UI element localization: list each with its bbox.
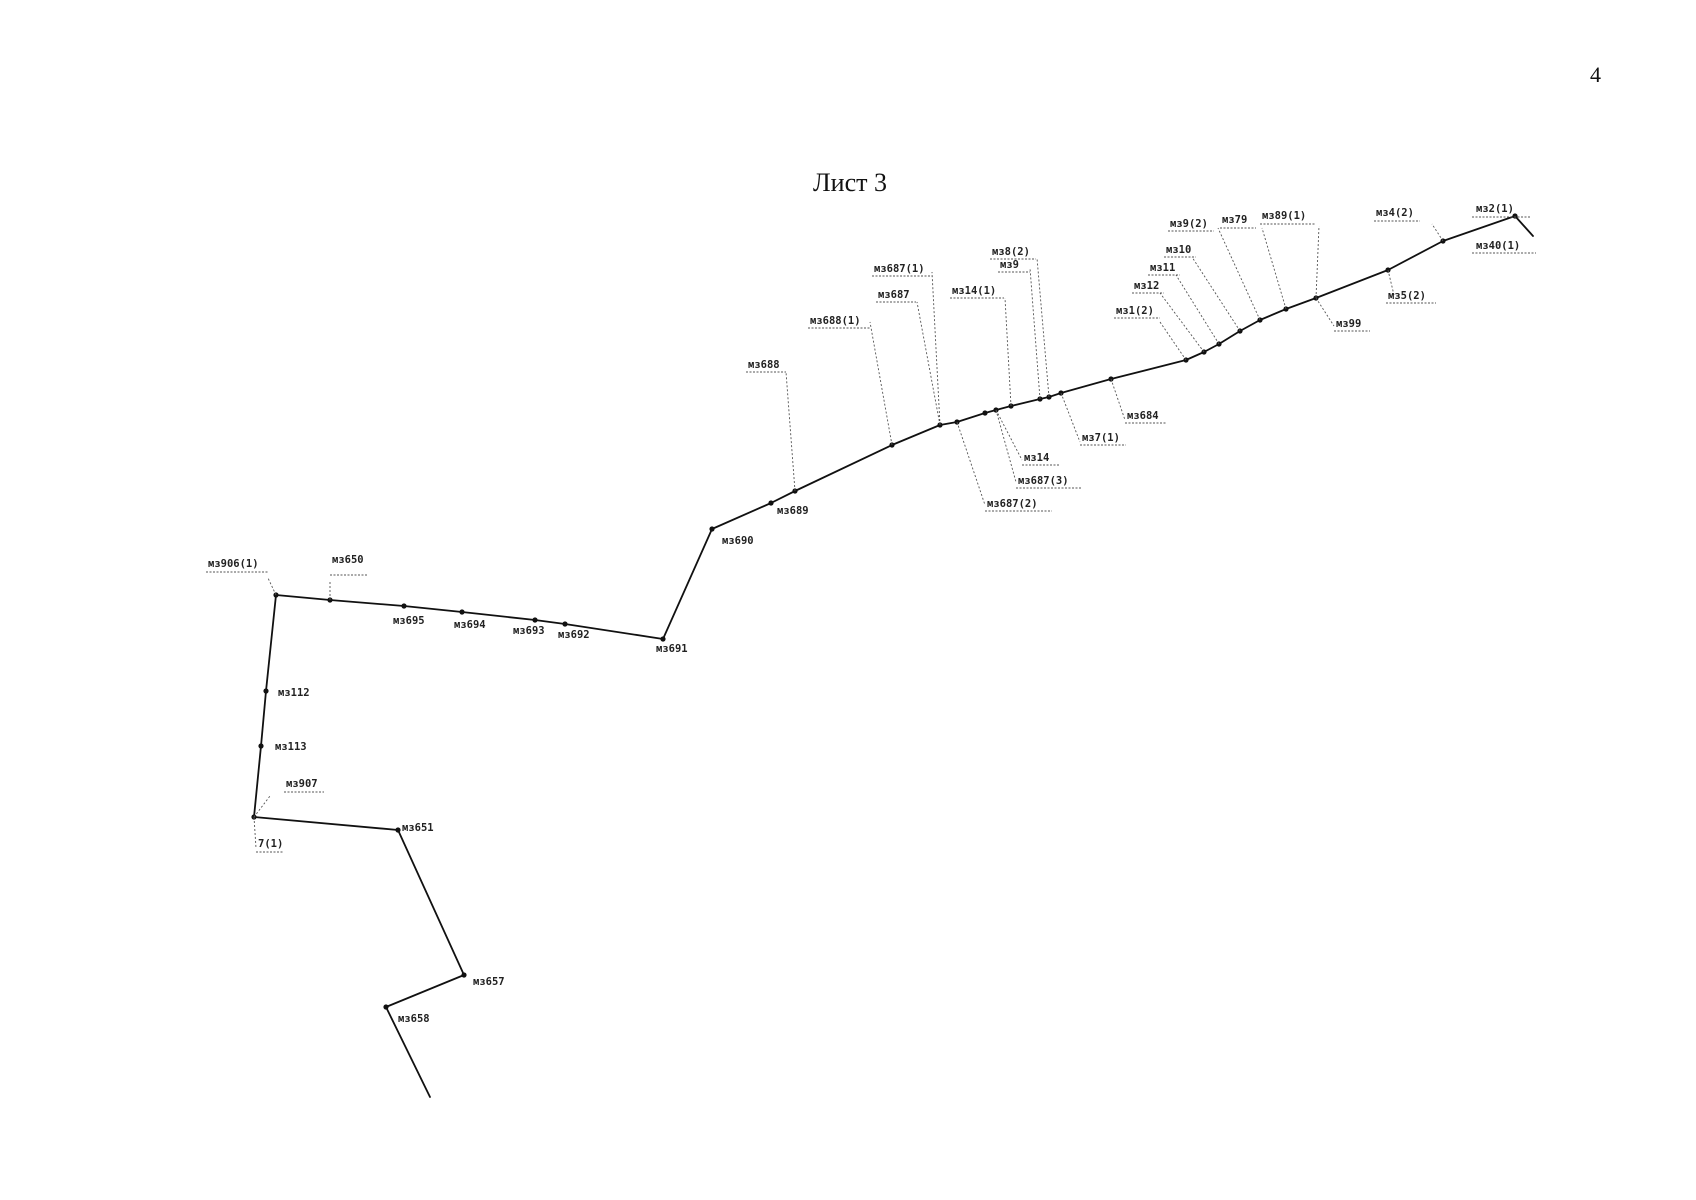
label-mz658: мз658 — [398, 1013, 430, 1025]
point-labels: мз2(1) мз40(1) мз4(2) мз5(2) мз99 мз89(1… — [208, 203, 1520, 1025]
leader-line — [995, 409, 1017, 483]
label-mz112: мз112 — [278, 687, 310, 699]
label-mz7-1: мз7(1) — [1082, 432, 1120, 444]
label-mz650: мз650 — [332, 554, 364, 566]
leader-line — [1029, 267, 1041, 400]
leader-line — [1191, 256, 1241, 332]
leader-line — [1060, 392, 1081, 443]
label-mz687-1: мз687(1) — [874, 263, 925, 275]
leader-lines — [253, 223, 1444, 849]
label-mz5-2: мз5(2) — [1388, 290, 1426, 302]
label-mz688-1: мз688(1) — [810, 315, 861, 327]
point-marker — [401, 603, 407, 609]
label-mz687-3: мз687(3) — [1018, 475, 1069, 487]
point-marker — [258, 743, 264, 749]
route-spur — [1514, 215, 1534, 237]
label-mz10: мз10 — [1166, 244, 1191, 256]
leader-line — [1431, 223, 1444, 242]
label-mz687: мз687 — [878, 289, 910, 301]
label-mz691: мз691 — [656, 643, 688, 655]
point-marker — [768, 500, 774, 506]
leader-line — [253, 816, 257, 849]
point-marker — [562, 621, 568, 627]
sheet-title: Лист 3 — [813, 168, 887, 197]
leader-line — [916, 301, 941, 426]
leader-line — [1110, 378, 1126, 421]
leader-line — [1159, 292, 1205, 353]
label-mz693: мз693 — [513, 625, 545, 637]
leader-line — [1315, 297, 1335, 327]
label-mz688: мз688 — [748, 359, 780, 371]
leader-line — [995, 409, 1023, 461]
point-marker — [383, 1004, 389, 1010]
point-marker — [459, 609, 465, 615]
label-mz906-1: мз906(1) — [208, 558, 259, 570]
leader-line — [267, 577, 277, 596]
leader-line — [785, 371, 796, 492]
route-line — [253, 215, 1516, 1098]
page-number: 4 — [1590, 62, 1601, 87]
leader-line — [1387, 269, 1395, 296]
label-mz657: мз657 — [473, 976, 505, 988]
leader-line — [1004, 297, 1012, 407]
leader-line — [1159, 321, 1187, 361]
label-mz79: мз79 — [1222, 214, 1247, 226]
label-mz1-2: мз1(2) — [1116, 305, 1154, 317]
leader-line — [1036, 257, 1050, 398]
point-marker — [709, 526, 715, 532]
label-mz99: мз99 — [1336, 318, 1361, 330]
leader-line — [1175, 274, 1220, 345]
label-mz11: мз11 — [1150, 262, 1175, 274]
label-mz12: мз12 — [1134, 280, 1159, 292]
leader-line — [869, 321, 893, 446]
point-marker — [263, 688, 269, 694]
label-mz687-2: мз687(2) — [987, 498, 1038, 510]
label-mz8-2: мз8(2) — [992, 246, 1030, 258]
label-mz4-2: мз4(2) — [1376, 207, 1414, 219]
label-mz9: мз9 — [1000, 259, 1019, 271]
point-marker — [982, 410, 988, 416]
label-mz14: мз14 — [1024, 452, 1049, 464]
label-mz907: мз907 — [286, 778, 318, 790]
label-mz2-1: мз2(1) — [1476, 203, 1514, 215]
label-mz690: мз690 — [722, 535, 754, 547]
leader-line — [253, 795, 271, 818]
point-marker — [532, 617, 538, 623]
leader-line — [956, 421, 986, 506]
point-marker — [395, 827, 401, 833]
label-mz40-1: мз40(1) — [1476, 240, 1520, 252]
label-mz651: мз651 — [402, 822, 434, 834]
label-mz692: мз692 — [558, 629, 590, 641]
label-mz689: мз689 — [777, 505, 809, 517]
label-mz695: мз695 — [393, 615, 425, 627]
label-mz9-2: мз9(2) — [1170, 218, 1208, 230]
point-marker — [1512, 213, 1518, 219]
point-marker — [461, 972, 467, 978]
label-mz14-1: мз14(1) — [952, 285, 996, 297]
label-mz684: мз684 — [1127, 410, 1159, 422]
leader-line — [1315, 225, 1320, 299]
survey-points — [251, 213, 1518, 1010]
label-mz113: мз113 — [275, 741, 307, 753]
point-marker — [660, 636, 666, 642]
label-mz89-1: мз89(1) — [1262, 210, 1306, 222]
leader-line — [1261, 227, 1287, 310]
leader-line — [1217, 227, 1261, 321]
leader-line — [931, 271, 941, 426]
label-underlines — [206, 216, 1536, 853]
label-mz694: мз694 — [454, 619, 486, 631]
label-7-1: 7(1) — [258, 838, 283, 850]
